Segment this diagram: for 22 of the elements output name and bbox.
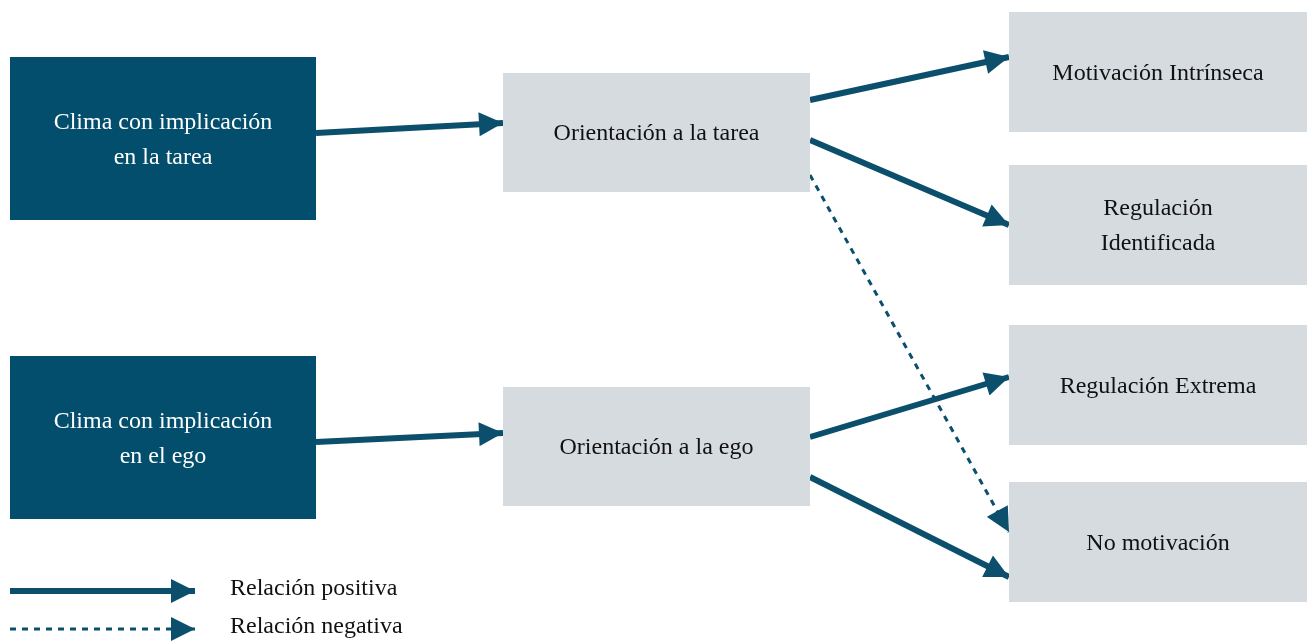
node-label: Motivación Intrínseca [1052, 57, 1264, 87]
node-label: Regulación Extrema [1059, 370, 1257, 400]
arrow [315, 112, 504, 137]
process-box [1009, 482, 1307, 602]
arrow [809, 50, 1010, 103]
legend-label: Relación negativa [230, 612, 403, 639]
process-box [503, 73, 810, 192]
process-box [1009, 12, 1307, 132]
process-box [503, 387, 810, 506]
process-box [10, 57, 316, 220]
node-label: No motivación [1086, 527, 1230, 557]
process-box [1009, 165, 1307, 285]
process-box [10, 356, 316, 519]
node-label: Orientación a la tarea [553, 118, 760, 147]
legend-label: Relación positiva [230, 574, 398, 601]
node-label: Clima con implicación en el ego [52, 405, 274, 470]
node-label: Regulación Identificada [1099, 193, 1217, 257]
arrow [809, 372, 1010, 440]
node-label: Clima con implicación en la tarea [52, 106, 274, 171]
arrow [315, 422, 504, 447]
node-label: Orientación a la ego [559, 432, 754, 461]
process-box [1009, 325, 1307, 445]
